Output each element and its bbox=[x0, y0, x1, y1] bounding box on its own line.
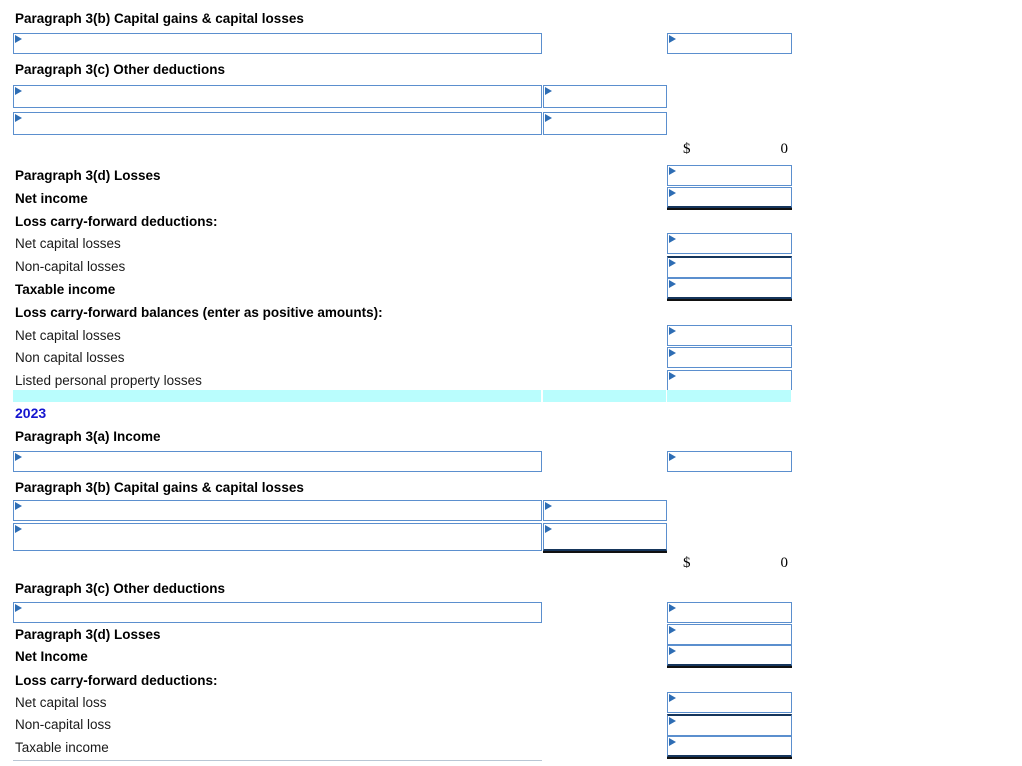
input-lcf-non-capital-losses[interactable] bbox=[667, 256, 792, 278]
input-2023-net-income-amount[interactable] bbox=[667, 645, 792, 666]
label-2023-net-income: Net Income bbox=[15, 649, 88, 664]
input-2023-p3b-description-1[interactable] bbox=[13, 500, 542, 521]
label-2023-paragraph-3c-heading: Paragraph 3(c) Other deductions bbox=[15, 581, 226, 596]
input-2023-p3d-losses-amount[interactable] bbox=[667, 624, 792, 645]
label-2023-lcf-non-capital-loss: Non-capital loss bbox=[15, 717, 112, 732]
input-balance-non-capital-losses[interactable] bbox=[667, 347, 792, 368]
label-paragraph-3b-heading: Paragraph 3(b) Capital gains & capital l… bbox=[15, 11, 304, 26]
label-lcf-non-capital-losses: Non-capital losses bbox=[15, 259, 126, 274]
input-taxable-income[interactable] bbox=[667, 278, 792, 299]
input-2023-taxable-income[interactable] bbox=[667, 736, 792, 757]
label-loss-carry-forward-deductions-heading: Loss carry-forward deductions: bbox=[15, 214, 218, 229]
input-lcf-net-capital-losses[interactable] bbox=[667, 233, 792, 254]
label-lcf-net-capital-losses: Net capital losses bbox=[15, 236, 121, 251]
label-balance-listed-personal-property-losses: Listed personal property losses bbox=[15, 373, 202, 388]
input-2023-p3b-description-2[interactable] bbox=[13, 523, 542, 551]
label-balance-non-capital-losses: Non capital losses bbox=[15, 350, 125, 365]
p3c-subtotal-value: 0 bbox=[780, 141, 789, 157]
p3b-2023-subtotal-currency-symbol: $ bbox=[683, 555, 691, 571]
input-2023-p3b-amount-2[interactable] bbox=[543, 523, 667, 551]
input-p3b-amount[interactable] bbox=[667, 33, 792, 54]
input-2023-p3a-description[interactable] bbox=[13, 451, 542, 472]
p3b-2023-subtotal-value: 0 bbox=[780, 555, 789, 571]
input-2023-p3c-amount[interactable] bbox=[667, 602, 792, 623]
section-divider-band-right bbox=[667, 390, 792, 402]
p3c-subtotal-currency-symbol: $ bbox=[683, 141, 691, 157]
input-net-income-amount[interactable] bbox=[667, 187, 792, 208]
label-2023-paragraph-3a-heading: Paragraph 3(a) Income bbox=[15, 429, 161, 444]
input-p3c-amount-2[interactable] bbox=[543, 112, 667, 135]
label-balance-net-capital-losses: Net capital losses bbox=[15, 328, 121, 343]
input-2023-lcf-net-capital-loss[interactable] bbox=[667, 692, 792, 713]
input-p3c-description-1[interactable] bbox=[13, 85, 542, 108]
label-2023-taxable-income: Taxable income bbox=[15, 740, 109, 755]
input-p3d-losses-amount[interactable] bbox=[667, 165, 792, 186]
input-2023-p3b-amount-1[interactable] bbox=[543, 500, 667, 521]
label-paragraph-3c-heading: Paragraph 3(c) Other deductions bbox=[15, 62, 226, 77]
input-2023-p3a-amount[interactable] bbox=[667, 451, 792, 472]
input-p3c-description-2[interactable] bbox=[13, 112, 542, 135]
input-balance-net-capital-losses[interactable] bbox=[667, 325, 792, 346]
bottom-divider-rule bbox=[13, 760, 542, 761]
label-taxable-income: Taxable income bbox=[15, 282, 116, 297]
input-p3b-description[interactable] bbox=[13, 33, 542, 54]
label-paragraph-3d-heading: Paragraph 3(d) Losses bbox=[15, 168, 161, 183]
label-2023-lcf-net-capital-loss: Net capital loss bbox=[15, 695, 107, 710]
input-2023-lcf-non-capital-loss[interactable] bbox=[667, 714, 792, 736]
input-2023-p3c-description[interactable] bbox=[13, 602, 542, 623]
label-net-income: Net income bbox=[15, 191, 88, 206]
input-balance-listed-personal-property-losses[interactable] bbox=[667, 370, 792, 391]
input-p3c-amount-1[interactable] bbox=[543, 85, 667, 108]
label-loss-carry-forward-balances-heading: Loss carry-forward balances (enter as po… bbox=[15, 305, 383, 320]
label-2023-paragraph-3d-heading: Paragraph 3(d) Losses bbox=[15, 627, 161, 642]
section-divider-band-middle bbox=[543, 390, 667, 402]
label-2023-loss-carry-forward-deductions-heading: Loss carry-forward deductions: bbox=[15, 673, 218, 688]
section-divider-band-left bbox=[13, 390, 542, 402]
label-year-2023: 2023 bbox=[15, 405, 47, 421]
label-2023-paragraph-3b-heading: Paragraph 3(b) Capital gains & capital l… bbox=[15, 480, 304, 495]
